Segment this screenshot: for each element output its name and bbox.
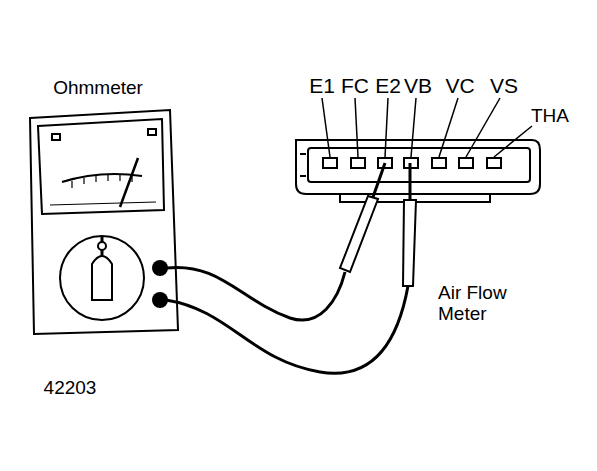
test-lead (166, 267, 408, 373)
pin-name: VC (445, 74, 474, 97)
terminal (152, 260, 168, 276)
pin-name: FC (341, 74, 369, 97)
figure-number: 42203 (44, 378, 97, 399)
pin-name: E2 (375, 74, 401, 97)
terminal (152, 292, 168, 308)
pin-name: E1 (309, 74, 335, 97)
probe (340, 163, 416, 286)
pins (323, 158, 501, 168)
pin (323, 158, 337, 168)
leader-line (322, 98, 532, 157)
pin (459, 158, 473, 168)
ohmmeter (30, 110, 178, 334)
pin-name: VB (404, 74, 432, 97)
part-name: Air Flow Meter (438, 283, 548, 325)
pin (432, 158, 446, 168)
pin-name: VS (490, 74, 518, 97)
pin (487, 158, 501, 168)
device-name: Ohmmeter (53, 78, 143, 99)
pin (351, 158, 365, 168)
pin-name: THA (531, 106, 569, 127)
